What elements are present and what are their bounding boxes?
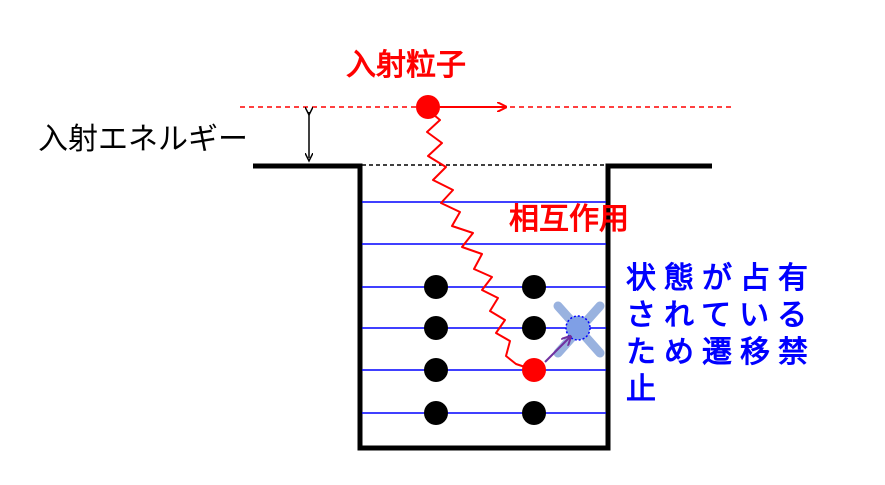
blocked-state <box>553 301 605 358</box>
interaction-wave <box>426 109 535 371</box>
blocked-transition-note: 状態が占有 されている ため遷移禁 止 <box>626 260 816 408</box>
occupied-states <box>424 275 546 425</box>
blocked-note-line: 状態が占有 <box>626 261 816 296</box>
electron <box>522 401 546 425</box>
electron <box>424 358 448 382</box>
blocked-note-line: 止 <box>626 372 664 407</box>
incident-particle-dot <box>416 95 440 119</box>
electron <box>424 401 448 425</box>
incident-energy-label: 入射エネルギー <box>38 122 248 157</box>
electron <box>522 316 546 340</box>
electron <box>522 275 546 299</box>
transition-arrow <box>544 337 570 363</box>
interaction-label: 相互作用 <box>509 202 629 237</box>
incident-particle-label: 入射粒子 <box>346 48 466 83</box>
blocked-note-line: されている <box>626 298 816 333</box>
potential-well <box>253 163 712 451</box>
scattered-particle-dot <box>522 358 546 382</box>
blocked-state-circle <box>565 315 591 341</box>
blocked-note-line: ため遷移禁 <box>626 335 816 370</box>
electron <box>424 316 448 340</box>
electron <box>424 275 448 299</box>
